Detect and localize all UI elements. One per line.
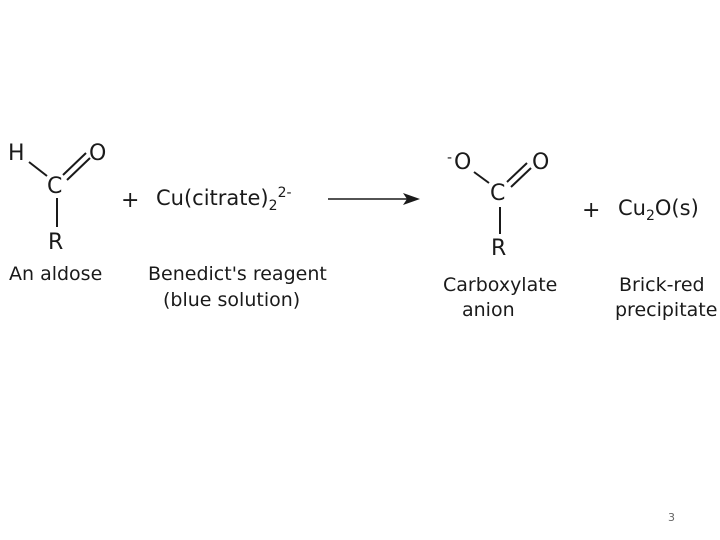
- reagent-formula: Cu(citrate)22-: [156, 185, 292, 213]
- carboxylate-label-line2: anion: [462, 299, 515, 321]
- plus-sign-2: +: [582, 198, 601, 223]
- precipitate-label-line1: Brick-red: [619, 274, 705, 296]
- reagent-formula-charge: 2-: [277, 185, 292, 201]
- precipitate-formula-cu: Cu: [618, 196, 646, 220]
- reagent-label-line2: (blue solution): [163, 289, 301, 311]
- page-number: 3: [668, 511, 675, 524]
- precipitate-label-line2: precipitate: [615, 299, 718, 321]
- reaction-arrow-head: [403, 193, 420, 205]
- carboxylate-c-o-double-bond-b: [510, 167, 532, 188]
- aldose-label: An aldose: [9, 263, 103, 285]
- reagent-label-line1: Benedict's reagent: [148, 263, 327, 285]
- carboxylate-charge: -: [447, 150, 453, 166]
- plus-sign-1: +: [121, 188, 140, 213]
- precipitate-formula-subscript: 2: [645, 208, 655, 225]
- aldose-c-o-double-bond-a: [62, 152, 87, 176]
- carboxylate-atom-c: C: [490, 181, 506, 206]
- aldose-atom-h: H: [8, 141, 25, 166]
- carboxylate-atom-r: R: [491, 236, 507, 261]
- precipitate-formula-rest: O(s): [654, 196, 699, 220]
- carboxylate-o-c-bond: [473, 171, 490, 184]
- aldose-atom-r: R: [48, 230, 64, 255]
- carboxylate-c-o-double-bond-a: [506, 162, 528, 183]
- precipitate-formula: Cu2O(s): [618, 196, 699, 224]
- reagent-formula-main: Cu(citrate): [156, 186, 269, 210]
- carboxylate-atom-o1: O: [454, 150, 472, 175]
- aldose-h-c-bond: [28, 161, 48, 177]
- reagent-formula-subscript: 2: [268, 198, 278, 215]
- aldose-atom-c: C: [47, 174, 63, 199]
- aldose-atom-o: O: [89, 141, 107, 166]
- carboxylate-atom-o2: O: [532, 150, 550, 175]
- carboxylate-label-line1: Carboxylate: [443, 274, 558, 296]
- aldose-c-o-double-bond-b: [66, 157, 91, 181]
